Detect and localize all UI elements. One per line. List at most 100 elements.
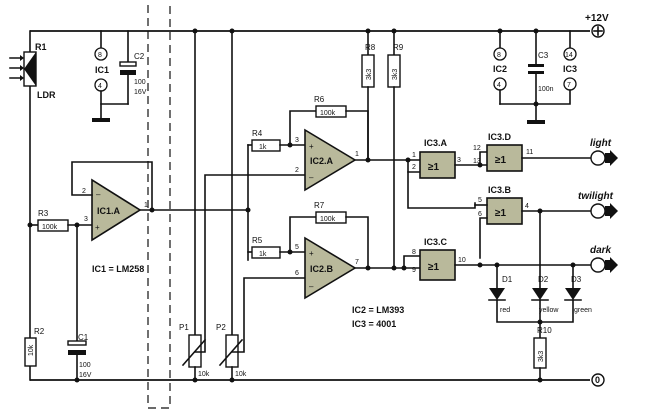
ic2b-label: IC2.B — [310, 264, 334, 274]
ldr-r1 — [9, 51, 37, 87]
ground-rail-label: 0 — [595, 375, 600, 385]
ic3d-pin-in1: 12 — [473, 145, 481, 152]
r1-value: LDR — [37, 90, 56, 100]
p2-value: 10k — [235, 371, 247, 378]
ic2a-plus: + — [309, 142, 314, 151]
r6-name: R6 — [314, 95, 325, 104]
ic1-pin-top-label: 8 — [98, 52, 102, 59]
ic1a-pin-minus: 2 — [82, 188, 86, 195]
ground-terminal — [591, 373, 605, 387]
capacitor-c1 — [67, 340, 87, 355]
output-dark-terminal — [590, 257, 618, 273]
d1-color: red — [500, 307, 510, 314]
ic1a-pin-plus: 3 — [84, 216, 88, 223]
r3-name: R3 — [38, 209, 49, 218]
ic2b-pin-out: 7 — [355, 259, 359, 266]
comparator-ic2b — [304, 236, 357, 300]
ic1-note: IC1 = LM258 — [92, 264, 144, 274]
resistor-r2 — [24, 337, 37, 367]
d3-name: D3 — [571, 275, 582, 284]
d2-color: yellow — [539, 307, 559, 314]
p2-name: P2 — [216, 323, 226, 332]
ic3-pin-bottom-label: 7 — [567, 82, 571, 89]
ic2b-pin-minus: 6 — [295, 270, 299, 277]
c2-value1: 100 — [134, 79, 146, 86]
capacitor-c2 — [119, 61, 137, 75]
ic1a-pin-out: 1 — [144, 202, 148, 209]
nor-gate-ic3d — [486, 144, 523, 172]
ic3c-pin-in1: 8 — [412, 249, 416, 256]
ic1a-minus: – — [96, 190, 101, 199]
dashed-boundary — [147, 5, 171, 409]
ic1a-plus: + — [95, 223, 100, 232]
c2-name: C2 — [134, 52, 145, 61]
d1-name: D1 — [502, 275, 513, 284]
ic2-pin-top — [493, 47, 507, 61]
r5-name: R5 — [252, 236, 263, 245]
ic1a-label: IC1.A — [97, 206, 121, 216]
ic3d-label: IC3.D — [488, 132, 512, 142]
c2-value2: 16V — [134, 89, 147, 96]
comparator-ic2a — [304, 128, 357, 192]
ic1-pin-bottom-label: 4 — [98, 83, 102, 90]
r5-value: 1k — [259, 251, 267, 258]
ic3d-pin-in2: 13 — [473, 158, 481, 165]
ic3b-symbol: ≥1 — [495, 208, 506, 219]
r10-value: 3k3 — [538, 351, 545, 362]
r10-name: R10 — [537, 326, 552, 335]
ic2b-pin-plus: 5 — [295, 244, 299, 251]
ic3d-symbol: ≥1 — [495, 155, 506, 166]
r7-value: 100k — [320, 216, 336, 223]
ic1-label: IC1 — [95, 65, 109, 75]
led-d2 — [531, 288, 549, 301]
ic2a-pin-plus: 3 — [295, 137, 299, 144]
op-amp-ic1a — [91, 178, 142, 242]
ic3a-label: IC3.A — [424, 138, 448, 148]
r2-value: 10k — [28, 344, 35, 356]
r9-name: R9 — [393, 43, 404, 52]
ic2a-pin-minus: 2 — [295, 167, 299, 174]
r2-name: R2 — [34, 327, 45, 336]
ic3a-symbol: ≥1 — [428, 162, 439, 173]
ic2a-minus: – — [309, 173, 314, 182]
ic3-label: IC3 — [563, 64, 577, 74]
ic3c-pin-in2: 9 — [412, 267, 416, 274]
output-twilight-label: twilight — [578, 191, 614, 202]
d3-color: green — [574, 307, 592, 314]
output-light-label: light — [590, 138, 612, 149]
output-light-terminal — [590, 150, 618, 166]
d2-name: D2 — [538, 275, 549, 284]
ic3-pin-top — [563, 47, 577, 61]
led-d1 — [488, 288, 506, 301]
c1-value1: 100 — [79, 362, 91, 369]
c1-value2: 16V — [79, 372, 92, 379]
ic3-note: IC3 = 4001 — [352, 319, 396, 329]
ic2-pin-top-label: 8 — [497, 52, 501, 59]
led-d3 — [564, 288, 582, 301]
capacitor-c3 — [528, 64, 544, 74]
ic3c-symbol: ≥1 — [428, 262, 439, 273]
ic3b-pin-in1: 5 — [478, 197, 482, 204]
p1-value: 10k — [198, 371, 210, 378]
r8-name: R8 — [365, 43, 376, 52]
ic3c-pin-out: 10 — [458, 257, 466, 264]
ic3a-pin-in2: 2 — [412, 164, 416, 171]
r6-value: 100k — [320, 110, 336, 117]
ic3a-pin-in1: 1 — [412, 152, 416, 159]
positive-terminal — [591, 24, 605, 38]
ic3b-label: IC3.B — [488, 185, 512, 195]
r3-value: 100k — [42, 224, 58, 231]
r9-value: 3k3 — [392, 69, 399, 80]
r8-value: 3k3 — [366, 69, 373, 80]
r7-name: R7 — [314, 201, 325, 210]
r4-value: 1k — [259, 144, 267, 151]
c1-name: C1 — [78, 333, 89, 342]
ic3c-label: IC3.C — [424, 237, 448, 247]
nor-gate-ic3c — [419, 249, 456, 281]
nor-gate-ic3b — [486, 197, 523, 225]
ic2b-minus: – — [309, 282, 314, 291]
c3-name: C3 — [538, 51, 549, 60]
ic3-pin-top-label: 14 — [565, 52, 573, 59]
r4-name: R4 — [252, 129, 263, 138]
